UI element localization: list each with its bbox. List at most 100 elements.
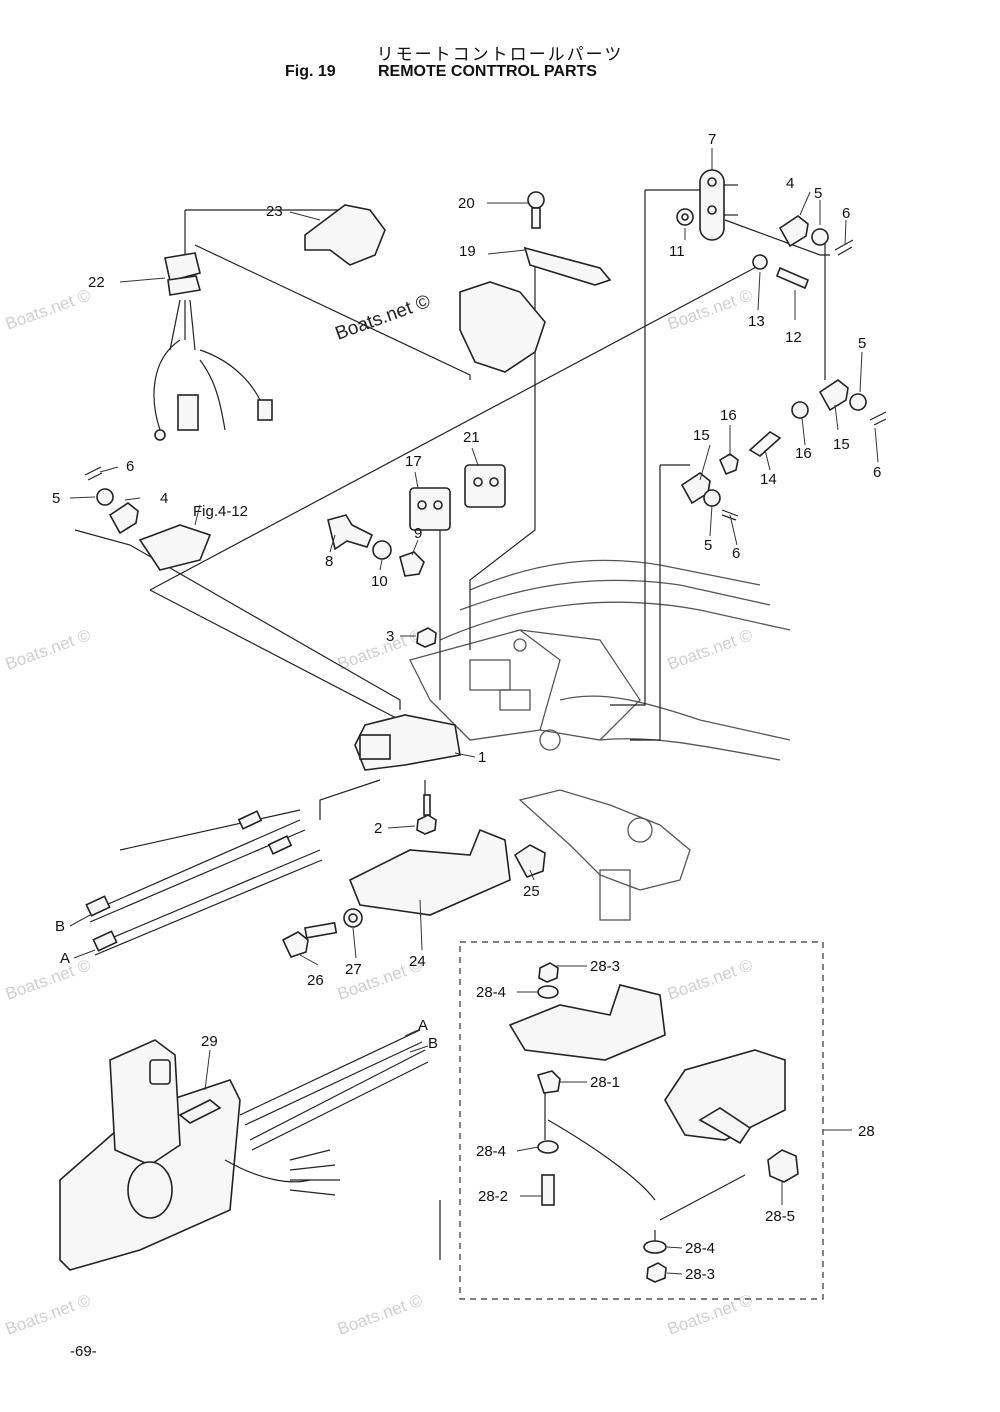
- clip-part-6-left: [84, 466, 103, 481]
- clip-part-6-right: [869, 411, 887, 426]
- watermark: Boats.net ©: [665, 625, 756, 673]
- label-cable-a-right: A: [418, 1017, 428, 1034]
- label-part-12: 12: [785, 329, 802, 346]
- label-part-17: 17: [405, 453, 422, 470]
- label-part-13: 13: [748, 313, 765, 330]
- watermark: Boats.net ©: [3, 955, 94, 1003]
- washer-part-5-left: [96, 488, 114, 506]
- label-part-6: 6: [873, 464, 881, 481]
- label-part-5: 5: [814, 185, 822, 202]
- joint-part-4-left: [108, 502, 139, 535]
- watermark: Boats.net ©: [665, 1290, 756, 1338]
- label-part-7: 7: [708, 131, 716, 148]
- bushing-part-25: [513, 844, 546, 878]
- label-part-15: 15: [693, 427, 710, 444]
- bracket-part-1-block: [359, 734, 391, 760]
- bracket-part-28: [508, 984, 666, 1061]
- label-part-28: 28: [858, 1123, 875, 1140]
- title-japanese: リモートコントロールパーツ: [376, 45, 624, 64]
- bolt-part-28-2: [541, 1174, 555, 1206]
- label-part-26: 26: [307, 972, 324, 989]
- label-part-15: 15: [833, 436, 850, 453]
- nut-part-3: [416, 627, 437, 648]
- nut-part-16-left: [718, 453, 739, 476]
- watermark: Boats.net ©: [335, 1290, 426, 1338]
- watermark: Boats.net ©: [3, 285, 94, 333]
- page-number: -69-: [70, 1343, 97, 1360]
- bolt-part-26: [281, 921, 338, 958]
- label-part-2: 2: [374, 820, 382, 837]
- label-part-28-3: 28-3: [685, 1266, 715, 1283]
- bracket-part-18: [459, 281, 546, 373]
- label-part-28-2: 28-2: [478, 1188, 508, 1205]
- watermark: Boats.net ©: [665, 285, 756, 333]
- label-part-28-4: 28-4: [685, 1240, 715, 1257]
- label-part-28-4: 28-4: [476, 984, 506, 1001]
- bolt-part-2: [416, 794, 437, 835]
- label-part-5: 5: [704, 537, 712, 554]
- clamp-bracket: [518, 789, 691, 921]
- harness-part-22: [153, 252, 273, 441]
- figure-number: Fig. 19: [285, 63, 336, 80]
- figure-title-text: REMOTE CONTTROL PARTS: [378, 63, 597, 80]
- watermark: Boats.net ©: [3, 625, 94, 673]
- label-part-8: 8: [325, 553, 333, 570]
- label-part-20: 20: [458, 195, 475, 212]
- clip-part-6: [834, 239, 854, 256]
- part-labels: 1 2 3 4 4 5 5 5 5 6 6 6 6 7 8 9 10 11 12…: [52, 131, 881, 1283]
- label-part-14: 14: [760, 471, 777, 488]
- watermark: Boats.net ©: [3, 1290, 94, 1338]
- nut-part-28-3-bottom: [646, 1262, 667, 1283]
- label-part-27: 27: [345, 961, 362, 978]
- leader-lines: [69, 148, 879, 1275]
- watermark: Boats.net ©: [335, 625, 426, 673]
- washer-part-28-4-bottom: [643, 1240, 667, 1254]
- label-part-23: 23: [266, 203, 283, 220]
- nut-part-28-3-top: [538, 962, 559, 983]
- washer-part-28-4-mid: [537, 1140, 559, 1154]
- nut-part-28-5: [767, 1149, 799, 1183]
- label-part-6: 6: [732, 545, 740, 562]
- label-part-25: 25: [523, 883, 540, 900]
- label-part-24: 24: [409, 953, 426, 970]
- rod-part-28: [547, 1119, 656, 1201]
- label-part-6: 6: [842, 205, 850, 222]
- plate-part-24: [348, 828, 511, 916]
- remote-control-box-part-29: [59, 1029, 429, 1271]
- label-part-10: 10: [371, 573, 388, 590]
- label-part-9: 9: [414, 525, 422, 542]
- label-part-5: 5: [858, 335, 866, 352]
- label-part-5: 5: [52, 490, 60, 507]
- collar-part-8: [327, 514, 374, 551]
- bushing-part-9: [399, 551, 425, 577]
- label-part-21: 21: [463, 429, 480, 446]
- label-part-4: 4: [160, 490, 168, 507]
- pad-part-21: [464, 464, 506, 508]
- washer-part-28-4-top: [537, 985, 559, 999]
- label-part-22: 22: [88, 274, 105, 291]
- washer-part-13: [752, 254, 768, 270]
- label-part-11: 11: [669, 243, 685, 260]
- washer-part-5-lower: [703, 489, 721, 507]
- cover-part-28: [664, 1049, 786, 1141]
- label-part-28-5: 28-5: [765, 1208, 795, 1225]
- figure-title: Fig. 19 REMOTE CONTTROL PARTS: [285, 63, 597, 81]
- bolt-part-12: [775, 266, 810, 290]
- nut-part-16: [791, 401, 809, 419]
- label-part-19: 19: [459, 243, 476, 260]
- label-reference-fig-4-12: Fig.4-12: [193, 503, 248, 520]
- joint-part-4: [778, 215, 809, 248]
- label-cable-b-right: B: [428, 1035, 438, 1052]
- joint-part-15: [818, 379, 849, 412]
- watermark: Boats.net ©: [665, 955, 756, 1003]
- washer-part-5-right: [849, 393, 867, 411]
- joint-part-15-left: [680, 472, 711, 505]
- bushing-part-28-1: [536, 1070, 561, 1094]
- rod-part-14: [748, 431, 782, 457]
- label-cable-b: B: [55, 918, 65, 935]
- engine-bracket-outline: [409, 559, 791, 761]
- assembly-28-box: [459, 941, 824, 1300]
- pad-part-17: [409, 487, 451, 531]
- label-part-3: 3: [386, 628, 394, 645]
